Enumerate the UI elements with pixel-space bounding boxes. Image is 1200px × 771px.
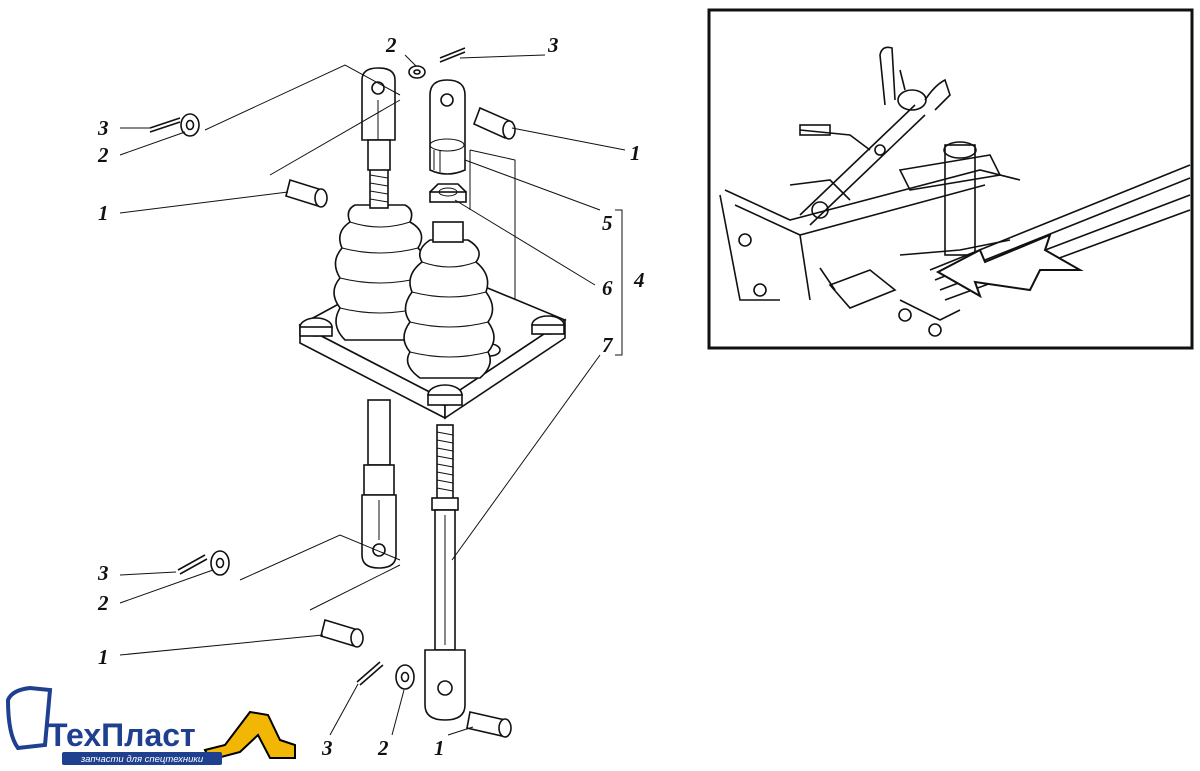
brand-logo: ТехПласт запчасти для спецтехники [5, 685, 296, 765]
left-upper-fork [361, 67, 396, 171]
callout-labels: 1 2 3 3 2 1 5 6 4 7 3 2 1 3 2 1 [97, 33, 645, 760]
callout-3: 3 [97, 561, 109, 585]
callout-1: 1 [98, 201, 109, 225]
pins [285, 106, 516, 738]
logo-bucket-icon [5, 685, 53, 751]
nut [428, 183, 468, 203]
callout-3: 3 [97, 116, 109, 140]
callout-2: 2 [385, 33, 397, 57]
callout-1: 1 [630, 141, 641, 165]
callout-5: 5 [602, 211, 613, 235]
cotter-pins [149, 47, 466, 686]
location-arrow [935, 233, 1084, 299]
callout-1: 1 [98, 645, 109, 669]
sleeve-fork [429, 79, 466, 175]
location-inset [707, 8, 1194, 350]
leader-lines [119, 54, 626, 736]
logo-tagline: запчасти для спецтехники [80, 754, 204, 765]
logo-brand-part1: Тех [48, 717, 101, 753]
callout-2: 2 [97, 591, 109, 615]
threaded-rod [424, 424, 466, 721]
callout-1: 1 [434, 736, 445, 760]
callout-4: 4 [633, 268, 645, 292]
logo-tagline-bar [62, 752, 222, 765]
callout-2: 2 [97, 143, 109, 167]
washers [180, 65, 426, 690]
lower-left-rod [361, 399, 397, 569]
callout-6: 6 [602, 276, 613, 300]
svg-text:ТехПласт: ТехПласт [48, 717, 196, 753]
right-rubber-boot [403, 221, 495, 379]
logo-brand-part2: Пласт [101, 717, 196, 753]
left-rubber-boot [333, 167, 427, 341]
callout-2: 2 [377, 736, 389, 760]
callout-3: 3 [547, 33, 559, 57]
callout-3: 3 [321, 736, 333, 760]
callout-7: 7 [602, 333, 614, 357]
logo-excavator-icon [203, 710, 296, 762]
exploded-assembly: 1 2 3 3 2 1 5 6 4 7 3 2 1 3 2 1 [97, 33, 645, 760]
